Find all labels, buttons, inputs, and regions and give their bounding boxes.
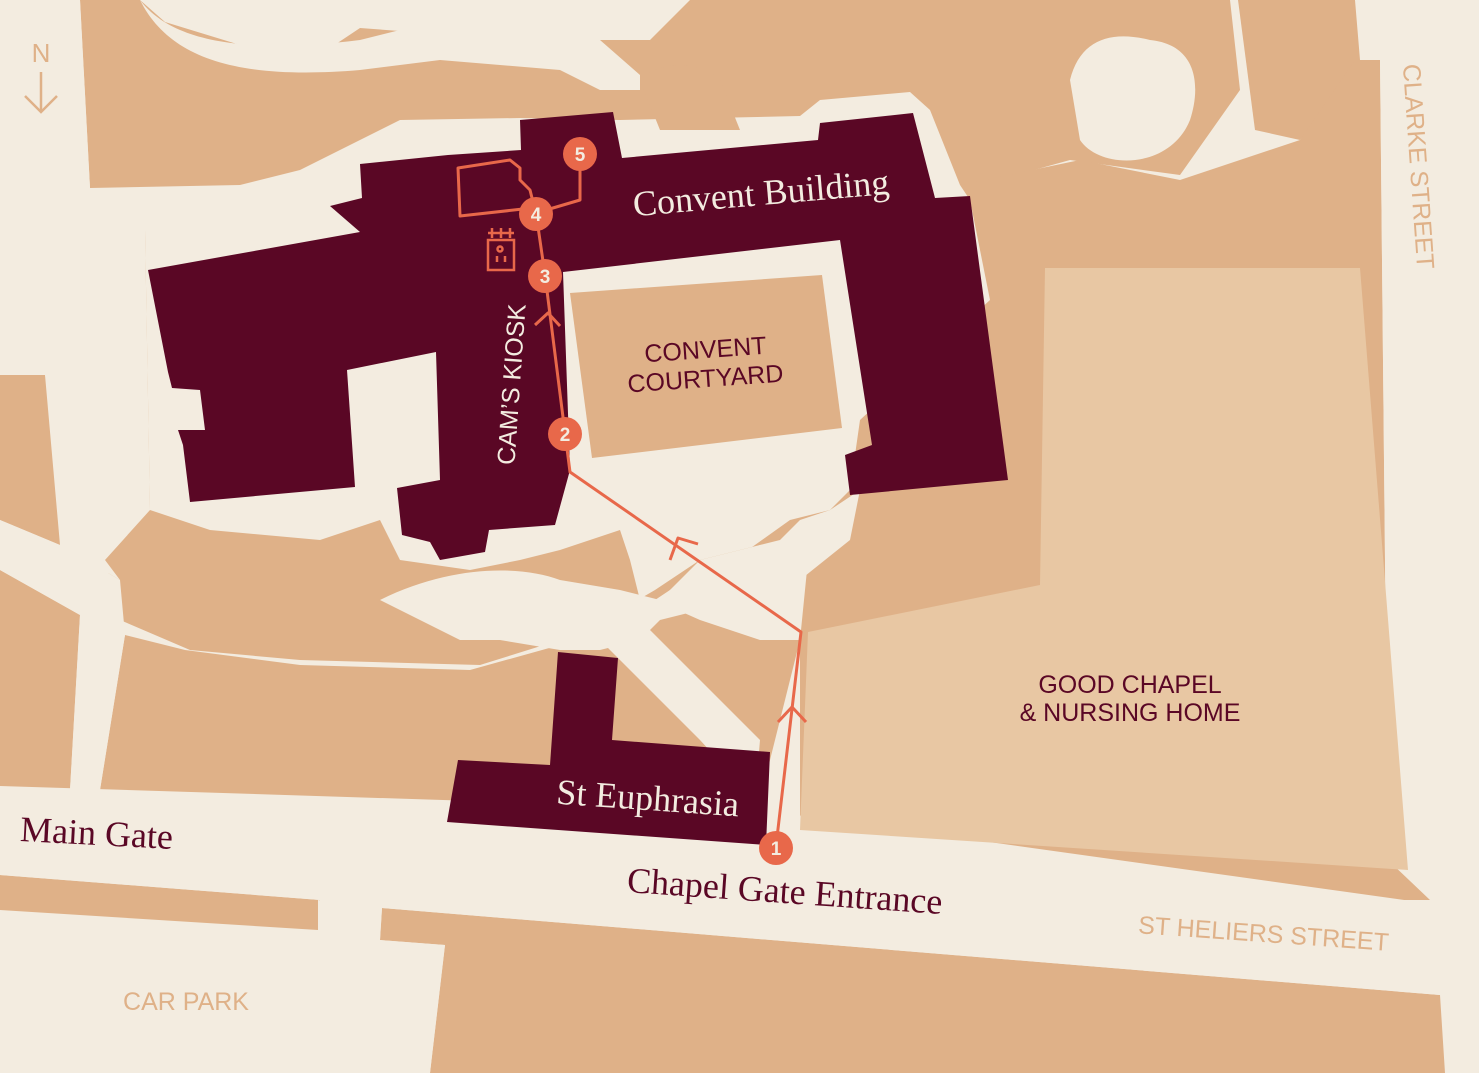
convent-courtyard-area — [570, 275, 842, 458]
buildings — [148, 112, 1008, 845]
stop-number: 4 — [531, 205, 542, 226]
stop-marker — [528, 259, 562, 293]
route-stop-3[interactable]: 3 — [528, 259, 562, 293]
route-stops: 1 2 3 4 5 — [519, 137, 793, 865]
compass-label: N — [32, 38, 51, 68]
stop-number: 3 — [540, 267, 551, 288]
roads — [0, 0, 1440, 1073]
route-path — [456, 154, 808, 847]
route-arrow — [533, 311, 562, 328]
good-chapel-label-line2: & NURSING HOME — [1020, 699, 1241, 727]
route-stop-1[interactable]: 1 — [759, 831, 793, 865]
north-compass: N — [24, 38, 58, 114]
car-park-label: CAR PARK — [123, 988, 249, 1016]
route-stop-2[interactable]: 2 — [548, 417, 582, 451]
route-stop-5[interactable]: 5 — [563, 137, 597, 171]
route-arrow — [776, 705, 808, 724]
stop-number: 5 — [575, 145, 586, 166]
stop-marker — [759, 831, 793, 865]
good-chapel-label-line1: GOOD CHAPEL — [1038, 671, 1221, 699]
stop-marker — [548, 417, 582, 451]
stop-number: 2 — [560, 425, 571, 446]
arrow-down-icon — [24, 72, 58, 114]
good-chapel-area — [800, 268, 1408, 870]
stop-number: 1 — [771, 839, 782, 860]
route-stop-4[interactable]: 4 — [519, 197, 553, 231]
st-euphrasia-building — [447, 652, 770, 845]
route-arrow — [668, 536, 699, 561]
main-gate-label: Main Gate — [19, 809, 174, 857]
stop-marker — [519, 197, 553, 231]
kiosk-icon — [486, 228, 516, 272]
stop-marker — [563, 137, 597, 171]
convent-building — [148, 112, 1008, 560]
